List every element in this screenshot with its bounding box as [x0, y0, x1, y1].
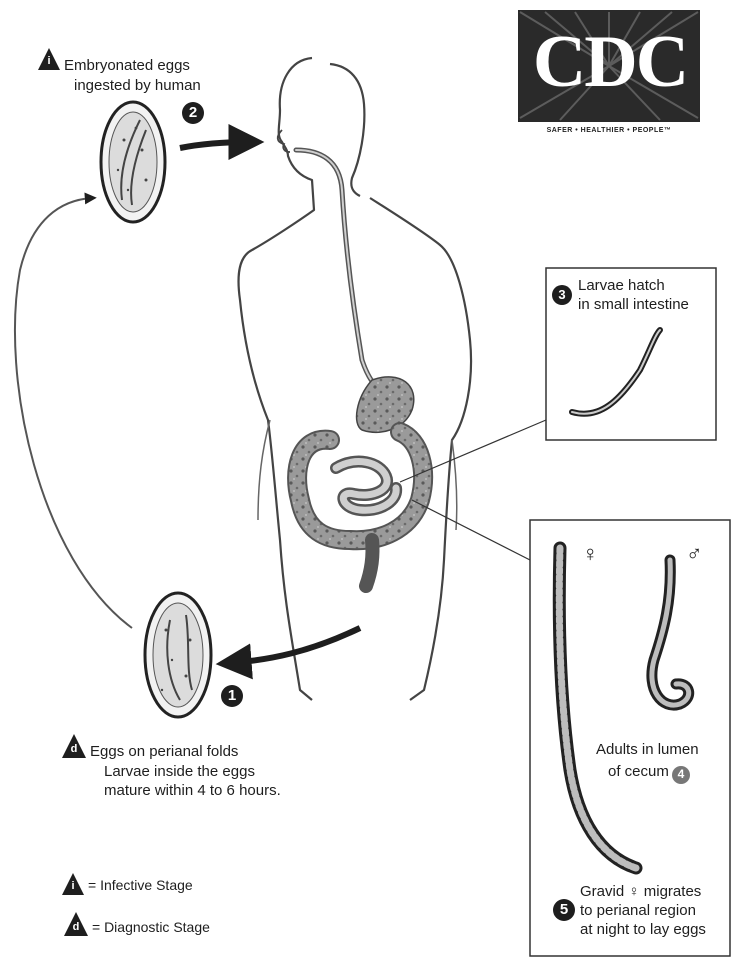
arm-line-right — [452, 440, 457, 530]
arrow-cycle-return — [15, 198, 132, 628]
stage-5-line-3: at night to lay eggs — [580, 920, 706, 939]
stage-2-line-1: Embryonated eggs — [64, 56, 190, 75]
human-silhouette — [239, 58, 472, 700]
stage-3-label: Larvae hatch in small intestine — [578, 276, 689, 314]
stage-3-line-1: Larvae hatch — [578, 276, 689, 295]
stage-4-number: 4 — [671, 765, 691, 784]
stage-2-label-line-2: ingested by human — [74, 76, 201, 95]
legend-infective-text: = Infective Stage — [88, 876, 193, 895]
marker-infective-stage-2: i — [43, 54, 55, 68]
arm-line — [258, 420, 270, 520]
stage-5-line-2: to perianal region — [580, 901, 706, 920]
stage-1-line-2: Larvae inside the eggs — [104, 762, 281, 781]
stage-4-label: Adults in lumen — [596, 740, 699, 759]
digestive-tract — [297, 377, 423, 586]
stage-2-line-2: ingested by human — [74, 76, 201, 95]
arrow-egg-to-mouth — [180, 142, 250, 148]
egg-embryonated — [101, 102, 165, 222]
esophagus — [296, 150, 376, 386]
male-symbol: ♂ — [686, 543, 703, 565]
marker-diagnostic-stage-1: d — [68, 742, 80, 756]
stage-2-number: 2 — [183, 103, 203, 122]
stage-1-label: Eggs on perianal folds — [90, 742, 238, 761]
stage-4-label-line-2: of cecum — [608, 762, 669, 781]
cdc-logo-tagline: SAFER • HEALTHIER • PEOPLE™ — [518, 126, 700, 135]
female-symbol: ♀ — [582, 543, 599, 565]
stage-5-label: Gravid ♀ migrates to perianal region at … — [580, 882, 706, 939]
egg-perianal — [145, 593, 211, 717]
cdc-logo-text: CDC — [526, 22, 694, 102]
face-profile — [278, 130, 290, 152]
stage-5-number: 5 — [554, 900, 574, 919]
legend-diagnostic-text: = Diagnostic Stage — [92, 918, 210, 937]
marker-legend-diagnostic: d — [70, 920, 82, 934]
stage-2-label: Embryonated eggs — [64, 56, 190, 75]
marker-legend-infective: i — [67, 879, 79, 893]
stage-4-line-2: of cecum — [608, 762, 669, 781]
stage-1-label-lines-2-3: Larvae inside the eggs mature within 4 t… — [104, 762, 281, 800]
connector-adults — [412, 500, 530, 560]
stage-1-number: 1 — [222, 686, 242, 705]
stage-5-line-1: Gravid ♀ migrates — [580, 882, 706, 901]
stage-4-line-1: Adults in lumen — [596, 740, 699, 759]
stage-3-number: 3 — [552, 285, 572, 304]
stage-1-line-3: mature within 4 to 6 hours. — [104, 781, 281, 800]
stage-3-line-2: in small intestine — [578, 295, 689, 314]
rectum — [366, 540, 373, 586]
stage-1-line-1: Eggs on perianal folds — [90, 742, 238, 761]
